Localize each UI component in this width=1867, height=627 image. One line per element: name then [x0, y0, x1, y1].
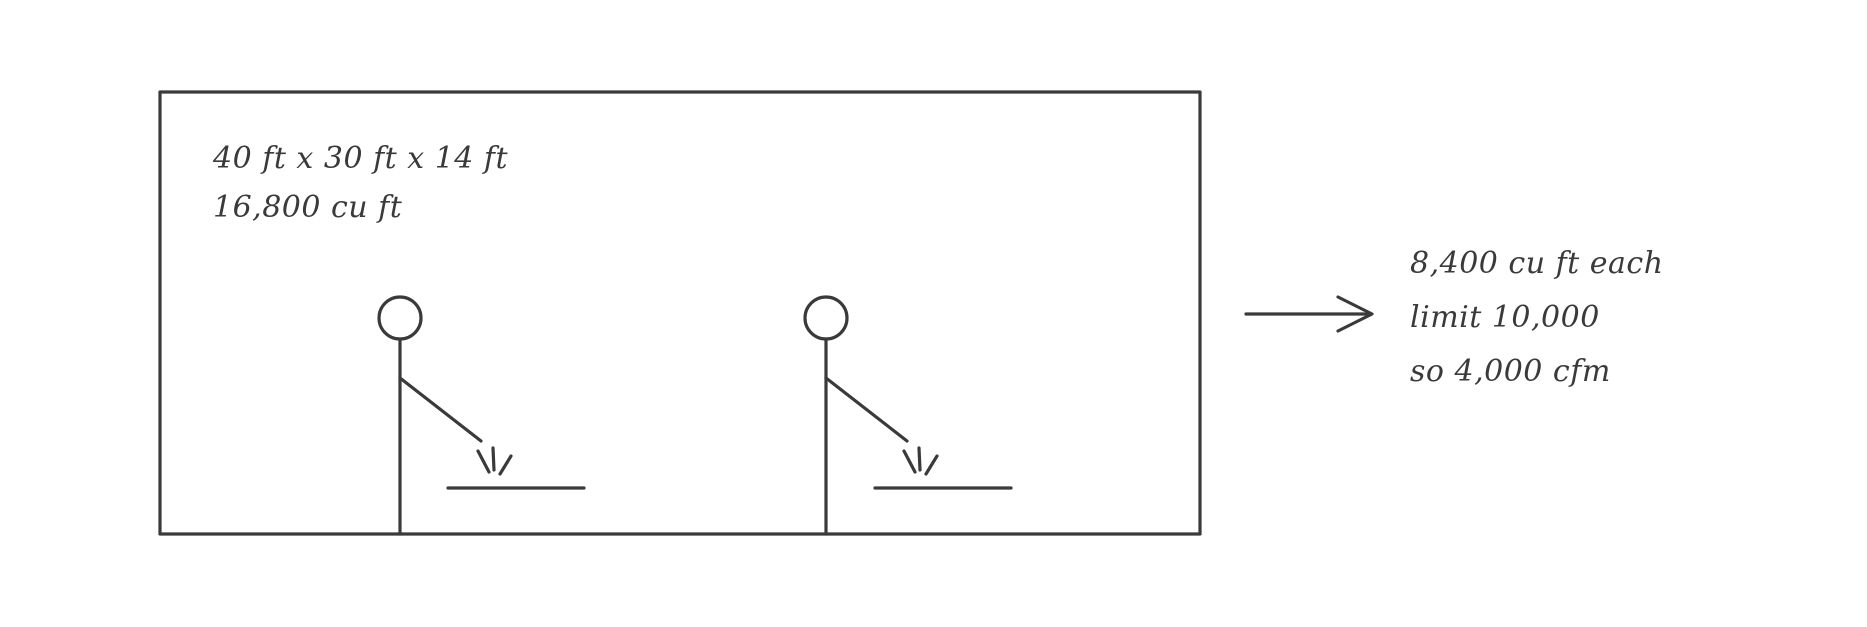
spark-icon-right	[902, 446, 939, 476]
spark-icon-left	[476, 446, 513, 476]
result-line-limit: limit 10,000	[1410, 300, 1600, 335]
room-dimensions-label: 40 ft x 30 ft x 14 ft	[212, 141, 509, 176]
room-outline	[158, 90, 1202, 536]
result-line-cfm: so 4,000 cfm	[1410, 354, 1611, 389]
worker-figure-left	[377, 295, 483, 536]
worker-arm	[398, 376, 483, 443]
result-line-per-worker: 8,400 cu ft each	[1410, 246, 1664, 281]
worker-head	[803, 295, 849, 341]
worker-head	[377, 295, 423, 341]
worker-arm	[824, 376, 909, 443]
worker-figure-right	[803, 295, 909, 536]
room-volume-label: 16,800 cu ft	[213, 190, 403, 225]
arrow-right-icon	[1244, 295, 1374, 333]
